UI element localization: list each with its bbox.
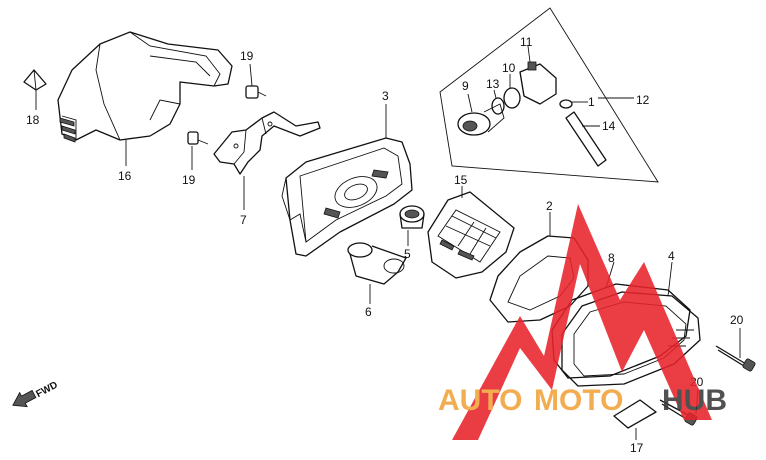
- label-15: 15: [454, 173, 468, 187]
- label-2: 2: [546, 199, 553, 213]
- part-11-valve: [519, 45, 557, 105]
- label-18: 18: [26, 113, 40, 127]
- label-7: 7: [240, 213, 247, 227]
- label-3: 3: [382, 89, 389, 103]
- watermark-peaks: [452, 204, 712, 440]
- label-17: 17: [630, 441, 644, 455]
- label-10: 10: [502, 61, 516, 75]
- label-14: 14: [602, 119, 616, 133]
- fwd-arrow: FWD: [12, 380, 60, 408]
- part-7-bracket: [213, 111, 321, 210]
- fwd-label: FWD: [34, 380, 59, 400]
- label-19-upper: 19: [240, 49, 254, 63]
- part-10-ring: [503, 74, 521, 109]
- label-1: 1: [588, 95, 595, 109]
- label-6: 6: [365, 305, 372, 319]
- part-13-washer: [491, 89, 505, 115]
- watermark-logo: AUTO MOTO HUB: [438, 204, 727, 440]
- part-20-screw-upper: [715, 328, 756, 372]
- part-6-funnel: [347, 242, 407, 304]
- part-19-bolt-lower: [187, 131, 209, 170]
- part-3-case: [281, 104, 413, 257]
- part-18-clip: [23, 69, 47, 110]
- part-17-plate: [613, 399, 657, 440]
- part-14-hose: [565, 111, 607, 167]
- watermark-auto: AUTO: [438, 384, 522, 417]
- label-13: 13: [486, 77, 500, 91]
- part-15-grille: [427, 186, 515, 279]
- label-9: 9: [462, 79, 469, 93]
- watermark-moto: MOTO: [534, 384, 623, 417]
- label-11: 11: [520, 35, 533, 49]
- part-1-clamp: [559, 99, 588, 109]
- label-20-upper: 20: [730, 313, 744, 327]
- watermark-hub: HUB: [662, 384, 727, 417]
- label-4: 4: [668, 249, 675, 263]
- label-8: 8: [608, 251, 615, 265]
- part-5-tube: [399, 205, 425, 246]
- label-12: 12: [636, 93, 650, 107]
- label-5: 5: [404, 247, 411, 261]
- label-19-lower: 19: [182, 173, 196, 187]
- breather-group: [439, 7, 659, 183]
- part-19-bolt-upper: [245, 63, 267, 99]
- label-16: 16: [118, 169, 132, 183]
- part-16-cover: [57, 31, 233, 166]
